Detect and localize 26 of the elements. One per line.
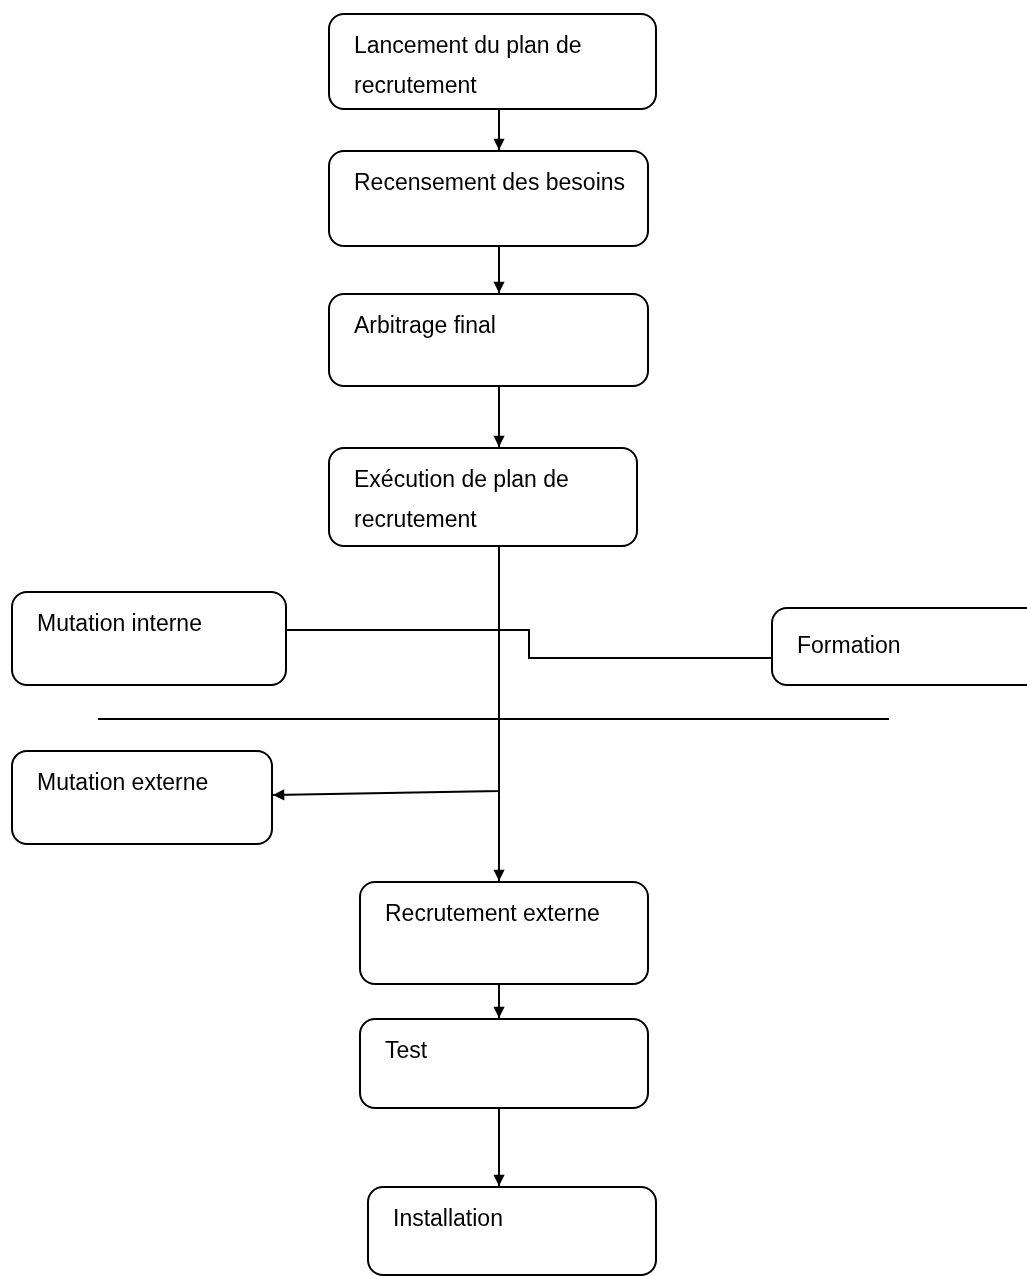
box-text: Recensement des besoins bbox=[354, 169, 626, 195]
process-box bbox=[328, 13, 657, 110]
process-box bbox=[11, 591, 287, 686]
box-text: Mutation externe bbox=[37, 769, 209, 795]
box-text: Lancement du plan de recrutement bbox=[354, 32, 582, 98]
box-text: Arbitrage final bbox=[354, 312, 496, 338]
arrow bbox=[493, 1108, 505, 1187]
process-box bbox=[359, 1018, 649, 1109]
process-box bbox=[11, 750, 273, 845]
arrow bbox=[493, 984, 505, 1019]
process-box bbox=[359, 881, 649, 985]
process-box bbox=[328, 447, 638, 547]
box-text: Exécution de plan de recrutement bbox=[354, 466, 569, 532]
box-text: Formation bbox=[797, 632, 901, 658]
process-box bbox=[771, 607, 1027, 686]
process-box bbox=[328, 293, 649, 387]
box-text: Test bbox=[385, 1037, 428, 1063]
process-box bbox=[328, 150, 649, 247]
arrow bbox=[493, 109, 505, 151]
box-text: Mutation interne bbox=[37, 610, 202, 636]
connector-line bbox=[286, 629, 772, 659]
arrow bbox=[493, 386, 505, 448]
box-text: Installation bbox=[393, 1205, 503, 1231]
process-box bbox=[367, 1186, 657, 1276]
box-text: Recrutement externe bbox=[385, 900, 600, 926]
arrow bbox=[493, 246, 505, 294]
